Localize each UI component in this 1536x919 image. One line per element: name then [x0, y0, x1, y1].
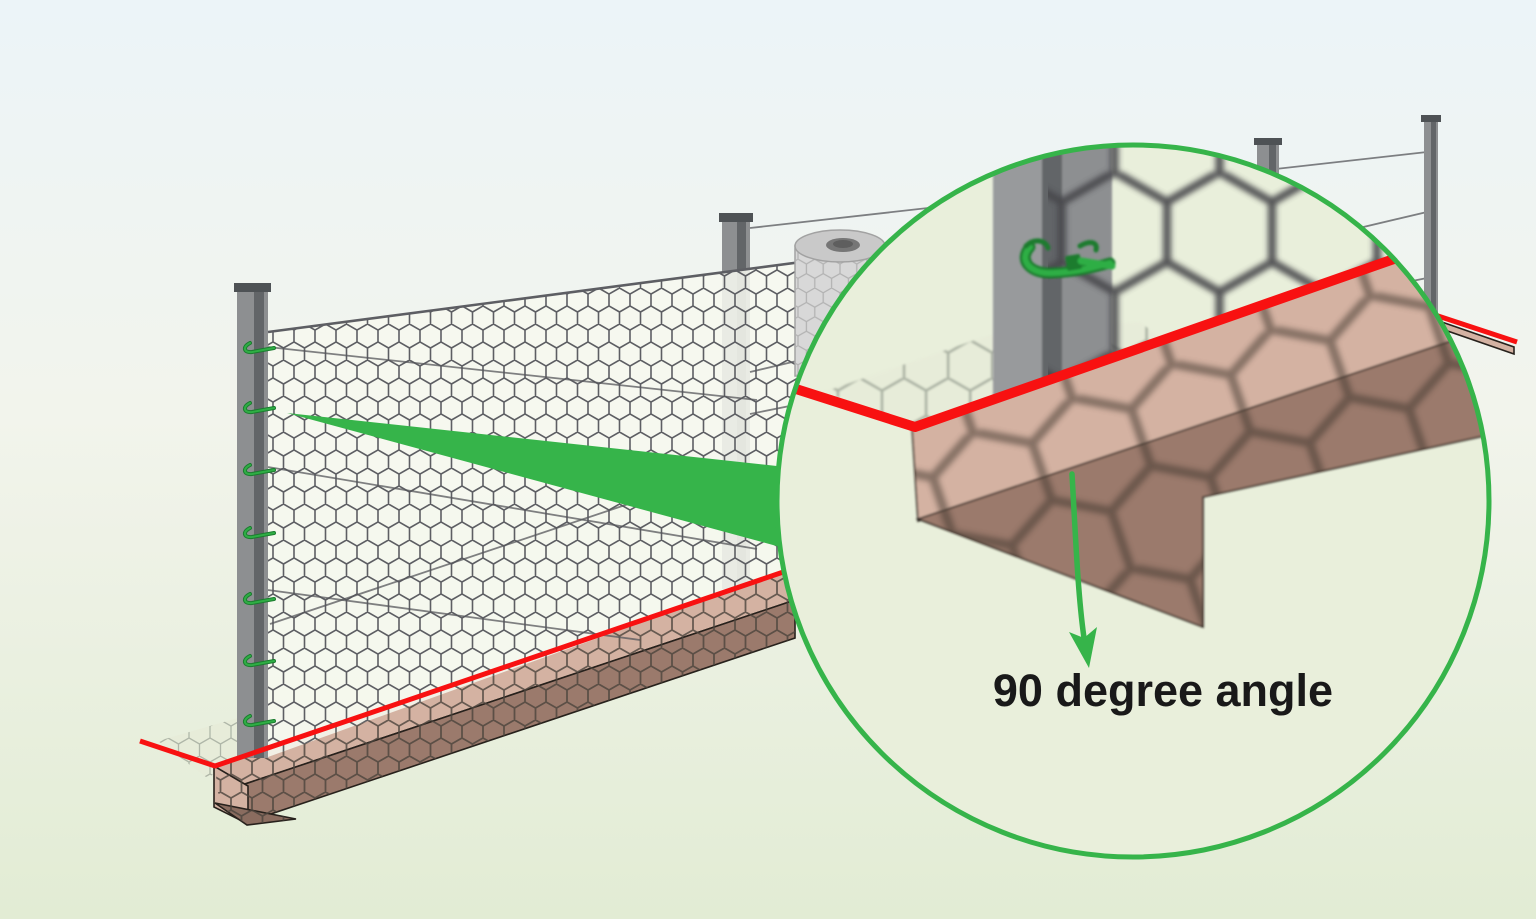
mesh-clip — [243, 401, 276, 415]
mesh-top-selvage — [267, 251, 871, 334]
roll-core-inner — [833, 240, 853, 248]
post-shade — [254, 286, 264, 758]
magnified-mesh-in-trench — [912, 219, 1488, 627]
tie-tail — [1077, 257, 1116, 270]
fence-section-near — [139, 213, 871, 826]
angle-arrow-icon — [1069, 471, 1097, 668]
mesh-clip — [243, 526, 276, 540]
post-cap — [1254, 138, 1282, 145]
fence-post-near — [234, 283, 271, 758]
tension-wire — [267, 589, 641, 641]
post-cap — [719, 213, 753, 222]
mesh-clip — [243, 654, 276, 668]
mesh-clip — [243, 714, 276, 728]
mesh-clip — [243, 463, 276, 477]
angle-label: 90 degree angle — [993, 665, 1333, 716]
post-shade — [1431, 118, 1436, 400]
tie-curl-right — [1077, 240, 1099, 253]
mesh-clip — [243, 592, 276, 606]
trench-marker-line — [139, 565, 796, 769]
wire-mesh-panel — [267, 251, 871, 757]
magnified-zip-tie — [1019, 238, 1116, 279]
tension-wire — [267, 346, 758, 401]
post-cap — [1421, 115, 1441, 122]
tie-curl-left — [1023, 238, 1051, 251]
tension-wire — [267, 466, 758, 550]
magnifier-callout-wedge — [287, 413, 795, 551]
magnifier-ring — [774, 142, 1492, 860]
post-body — [993, 146, 1042, 414]
tie-knot — [1065, 254, 1082, 271]
magnified-trench-marker-line — [794, 235, 1450, 432]
post-cap — [234, 283, 271, 292]
mesh-clips — [243, 341, 276, 728]
trench-marker-line-right — [1431, 311, 1518, 345]
magnified-view — [794, 146, 1488, 629]
mesh-clip — [243, 341, 276, 355]
